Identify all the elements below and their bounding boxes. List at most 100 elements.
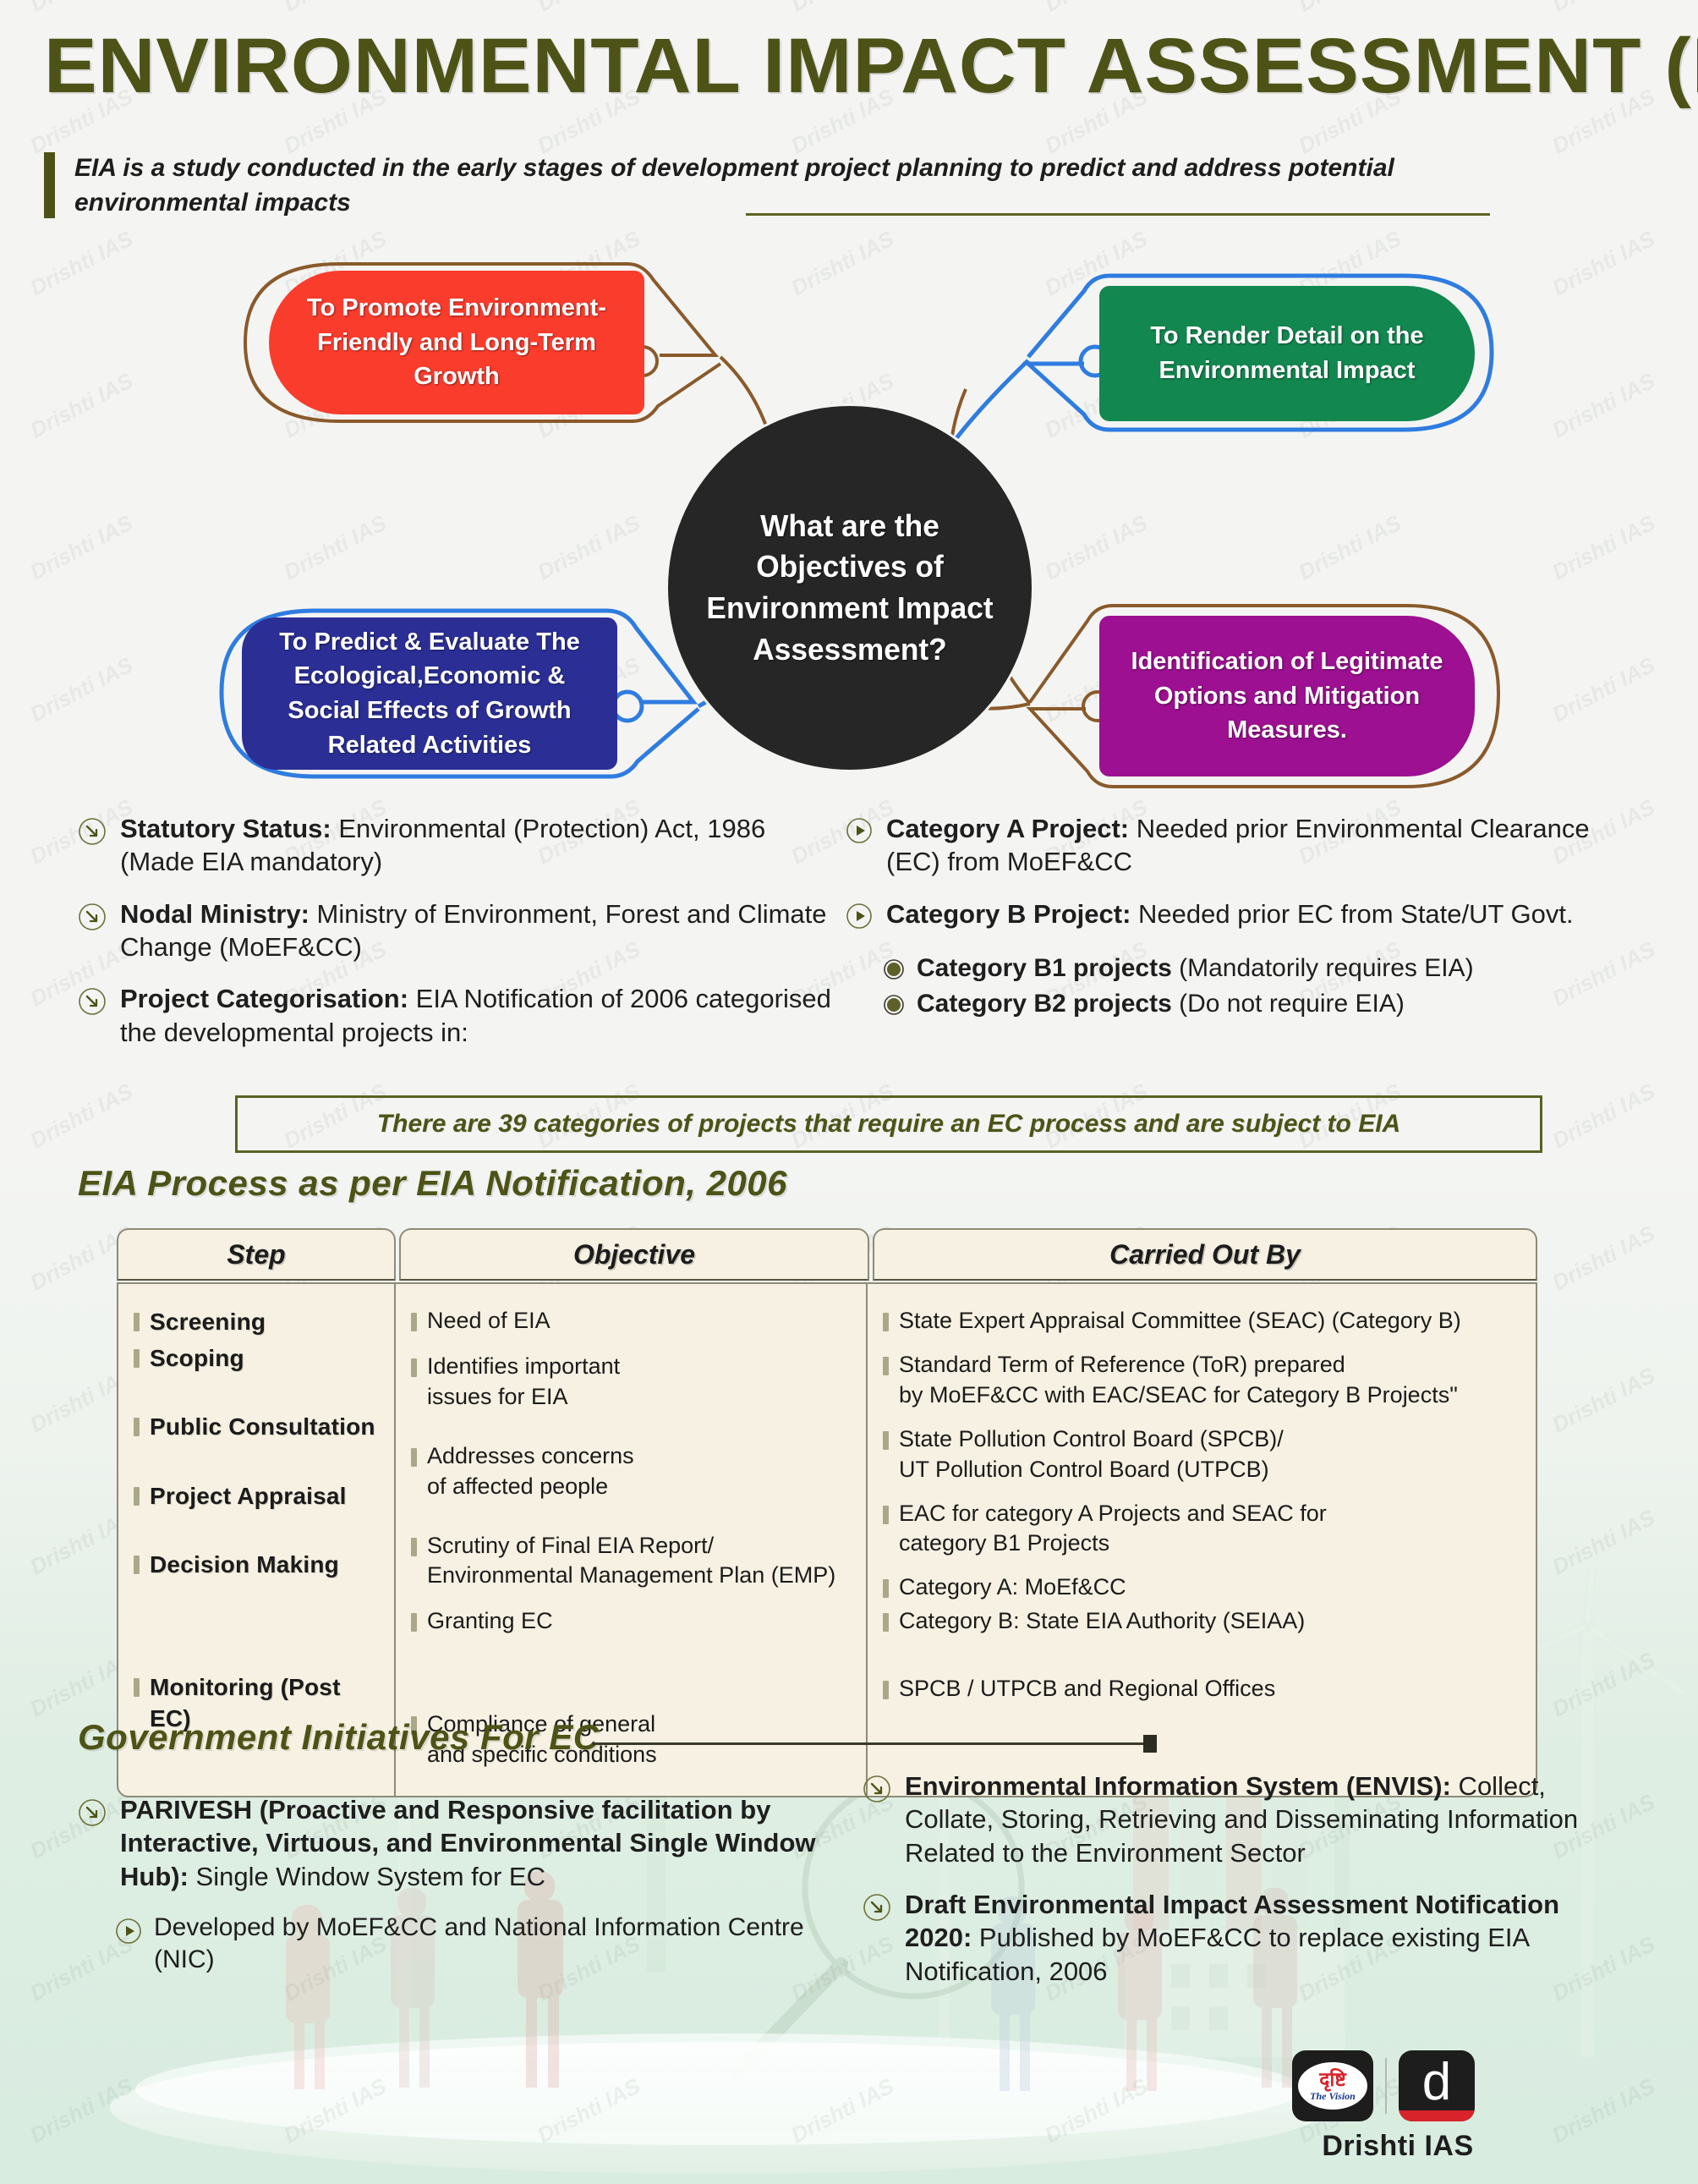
bullet-item: Draft Environmental Impact Assessment No…	[863, 1888, 1632, 1988]
objective-label-cont: of affected people	[427, 1473, 609, 1499]
d-icon: d	[1399, 2050, 1475, 2121]
objectives-diagram: To Promote Environment-Friendly and Long…	[0, 245, 1698, 820]
objective-label-cont: Environmental Management Plan (EMP)	[427, 1562, 836, 1589]
table-header-row: Step Objective Carried Out By	[117, 1228, 1537, 1281]
watermark-text: Drishti IAS	[787, 0, 899, 17]
tick-icon	[134, 1418, 140, 1437]
objective-line: Granting EC	[411, 1606, 851, 1637]
dot-circle-icon	[883, 958, 905, 985]
arrow-circle-icon	[863, 1893, 891, 1926]
watermark-text: Drishti IAS	[786, 2072, 898, 2148]
watermark-text: Drishti IAS	[1547, 1078, 1659, 1154]
initiatives-column-left: PARIVESH (Proactive and Responsive facil…	[78, 1793, 822, 1980]
bullet-group: Draft Environmental Impact Assessment No…	[863, 1888, 1632, 1988]
step-label: Screening	[150, 1309, 266, 1335]
tick-icon	[134, 1349, 140, 1369]
bullet-item: Project Categorisation: EIA Notification…	[78, 982, 839, 1049]
authority-line: Standard Term of Reference (ToR) prepare…	[883, 1350, 1520, 1380]
table-column-header-step: Step	[117, 1228, 396, 1281]
objective-label-cont: and specific conditions	[427, 1742, 657, 1768]
logo-tagline: The Vision	[1310, 2090, 1356, 2102]
facts-column-left: Statutory Status: Environmental (Protect…	[78, 812, 839, 1067]
authority-line: State Expert Appraisal Committee (SEAC) …	[883, 1306, 1520, 1336]
arrow-circle-icon	[78, 817, 107, 850]
arrow-circle-icon	[863, 1775, 891, 1808]
bullet-text: Statutory Status: Environmental (Protect…	[120, 814, 766, 877]
watermark-text: Drishti IAS	[1547, 1504, 1659, 1580]
objective-label: Need of EIA	[427, 1308, 550, 1333]
authority-label-cont: UT Pollution Control Board (UTPCB)	[899, 1456, 1269, 1482]
bullet-group: Category A Project: Needed prior Environ…	[846, 812, 1624, 879]
objective-line: Scrutiny of Final EIA Report/	[411, 1531, 851, 1561]
objective-node-top-left: To Promote Environment-Friendly and Long…	[269, 271, 644, 414]
table-objective-row: Compliance of general and specific condi…	[411, 1709, 851, 1770]
table-column-header-objective: Objective	[399, 1228, 869, 1281]
watermark-text: Drishti IAS	[25, 1078, 137, 1154]
step-label: Project Appraisal	[150, 1482, 347, 1509]
objective-line: Compliance of general	[411, 1709, 851, 1740]
bullet-text: Category B Project: Needed prior EC from…	[886, 898, 1574, 929]
table-step-row: Scoping	[134, 1342, 379, 1374]
tick-icon	[883, 1430, 889, 1450]
table-column-header-carried-out-by: Carried Out By	[873, 1228, 1537, 1281]
step-label: Public Consultation	[150, 1413, 375, 1440]
table-authority-row: Category B: State EIA Authority (SEIAA)	[883, 1606, 1520, 1637]
bullet-group: Environmental Information System (ENVIS)…	[863, 1770, 1632, 1869]
table-authority-row: EAC for category A Projects and SEAC for…	[883, 1499, 1520, 1560]
watermark-text: Drishti IAS	[279, 2072, 391, 2148]
logo-d-glyph: d	[1421, 2053, 1452, 2112]
play-circle-icon	[846, 817, 873, 848]
watermark-text: Drishti IAS	[1547, 1362, 1659, 1438]
page-title: ENVIRONMENTAL IMPACT ASSESSMENT (EIA)	[44, 23, 1698, 109]
diagram-center-label: What are the Objectives of Environment I…	[706, 508, 994, 667]
play-circle-icon	[846, 903, 873, 934]
bullet-text: Nodal Ministry: Ministry of Environment,…	[120, 898, 827, 963]
column-label: Carried Out By	[1109, 1238, 1301, 1270]
drishti-logo-mark: दृष्टि The Vision	[1292, 2050, 1373, 2121]
arrow-circle-icon	[78, 1798, 107, 1831]
tick-icon	[411, 1613, 417, 1633]
step-label: Monitoring (Post EC)	[150, 1674, 341, 1732]
tick-icon	[883, 1681, 889, 1700]
watermark-text: Drishti IAS	[1040, 2072, 1152, 2148]
objective-label: Compliance of general	[427, 1711, 656, 1737]
sub-bullet-item: Category B1 projects (Mandatorily requir…	[883, 952, 1624, 985]
brand-name: Drishti IAS	[1322, 2130, 1474, 2162]
bullet-group: Category B Project: Needed prior EC from…	[846, 897, 1624, 1021]
objective-label: Granting EC	[427, 1608, 553, 1634]
authority-label: Standard Term of Reference (ToR) prepare…	[899, 1351, 1345, 1377]
tick-icon	[134, 1313, 140, 1331]
objective-label-cont: issues for EIA	[427, 1383, 568, 1409]
table-step-row: Decision Making	[134, 1549, 379, 1580]
tick-icon	[411, 1537, 417, 1556]
sub-bullet-item: Category B2 projects (Do not require EIA…	[883, 988, 1624, 1020]
initiatives-rule	[592, 1742, 1150, 1745]
tick-icon	[411, 1313, 417, 1331]
tick-icon	[134, 1555, 140, 1574]
authority-line: State Pollution Control Board (SPCB)/	[883, 1424, 1520, 1455]
tick-icon	[411, 1447, 417, 1467]
table-objective-row: Granting EC	[411, 1606, 851, 1637]
bullet-text: Draft Environmental Impact Assessment No…	[905, 1890, 1560, 1986]
table-step-row: Project Appraisal	[134, 1480, 379, 1512]
table-authority-row: State Expert Appraisal Committee (SEAC) …	[883, 1306, 1520, 1336]
logo-divider	[1385, 2058, 1387, 2114]
authority-label: State Expert Appraisal Committee (SEAC) …	[899, 1308, 1461, 1333]
objective-line: Need of EIA	[411, 1306, 851, 1336]
step-label: Decision Making	[150, 1550, 339, 1578]
tick-icon	[134, 1678, 140, 1698]
authority-line: SPCB / UTPCB and Regional Offices	[883, 1674, 1520, 1704]
brand-logo: दृष्टि The Vision d Drishti IAS	[1292, 2050, 1504, 2163]
sub-bullet-item: Developed by MoEF&CC and National Inform…	[115, 1912, 822, 1977]
watermark-text: Drishti IAS	[533, 2072, 644, 2148]
watermark-text: Drishti IAS	[1295, 0, 1406, 17]
objective-label: Scrutiny of Final EIA Report/	[427, 1532, 715, 1558]
bullet-item: PARIVESH (Proactive and Responsive facil…	[78, 1793, 822, 1893]
facts-column-right: Category A Project: Needed prior Environ…	[846, 812, 1624, 1024]
objective-line: Identifies important	[411, 1352, 851, 1382]
arrow-circle-icon	[78, 903, 107, 936]
objective-node-bottom-right: Identification of Legitimate Options and…	[1099, 616, 1475, 776]
table-authority-row: Standard Term of Reference (ToR) prepare…	[883, 1350, 1520, 1411]
table-authority-row: SPCB / UTPCB and Regional Offices	[883, 1674, 1520, 1704]
